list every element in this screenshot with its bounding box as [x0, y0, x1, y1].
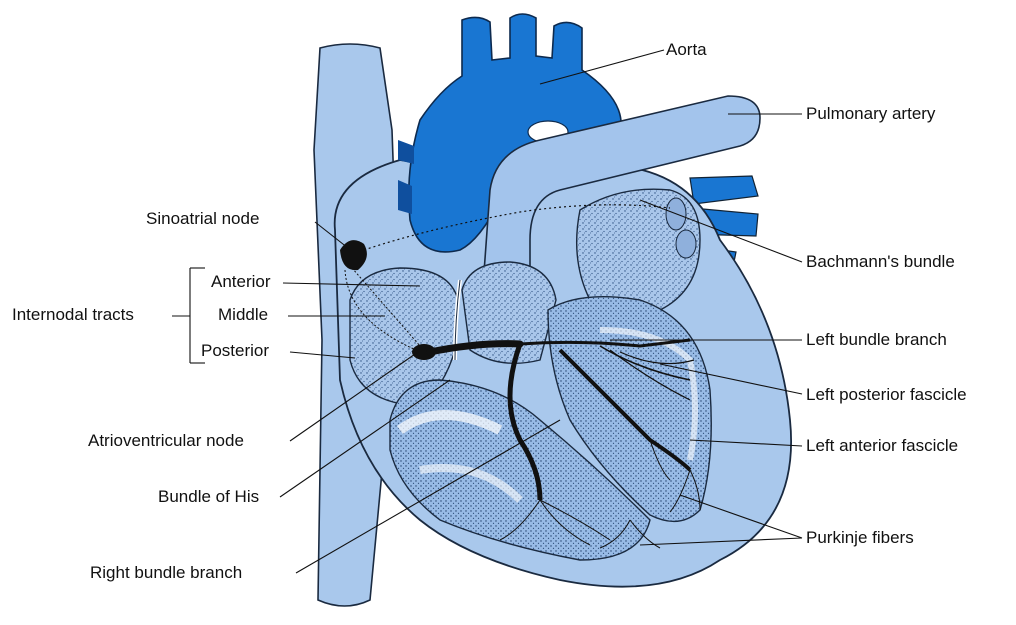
label-right-bundle-branch: Right bundle branch	[90, 563, 242, 583]
label-anterior: Anterior	[211, 272, 271, 292]
label-aorta: Aorta	[666, 40, 707, 60]
label-internodal-tracts: Internodal tracts	[12, 305, 134, 325]
label-purkinje-fibers: Purkinje fibers	[806, 528, 914, 548]
label-bundle-of-his: Bundle of His	[158, 487, 259, 507]
label-sinoatrial-node: Sinoatrial node	[146, 209, 259, 229]
left-atrium	[577, 189, 700, 310]
label-pulmonary-artery: Pulmonary artery	[806, 104, 935, 124]
label-posterior: Posterior	[201, 341, 269, 361]
label-left-posterior-fascicle: Left posterior fascicle	[806, 385, 967, 405]
label-bachmanns-bundle: Bachmann's bundle	[806, 252, 955, 272]
label-atrioventricular-node: Atrioventricular node	[88, 431, 244, 451]
label-middle: Middle	[218, 305, 268, 325]
label-left-anterior-fascicle: Left anterior fascicle	[806, 436, 958, 456]
label-left-bundle-branch: Left bundle branch	[806, 330, 947, 350]
